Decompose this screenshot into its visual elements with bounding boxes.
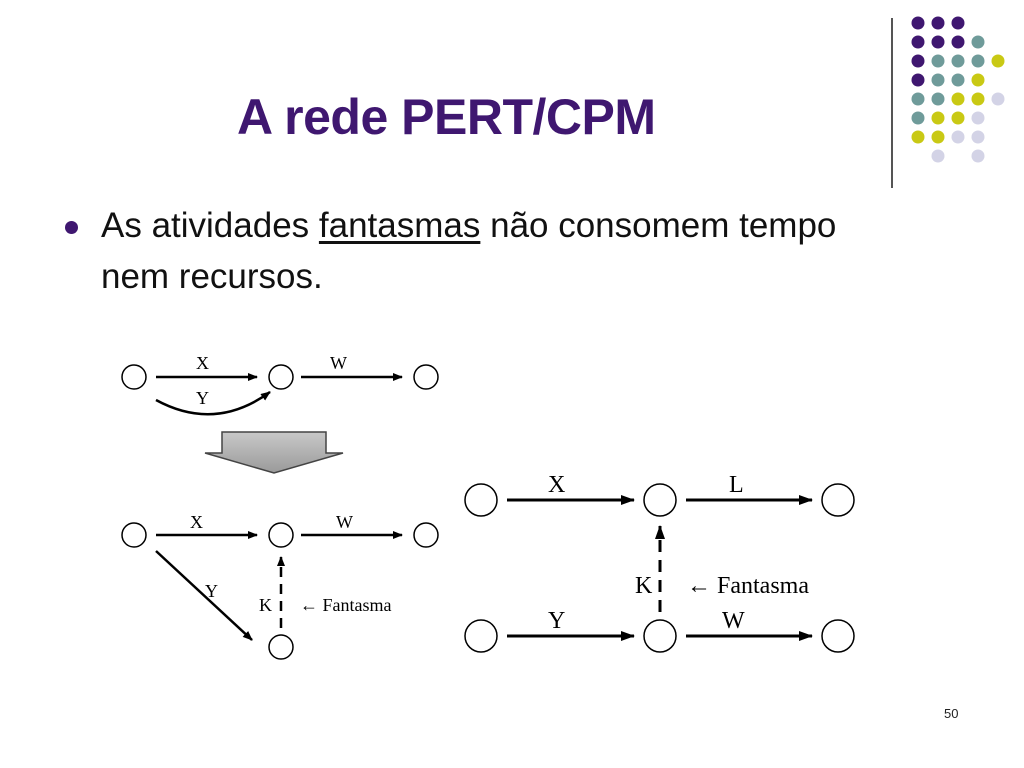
decorative-dot: [971, 149, 985, 163]
node: [643, 619, 677, 653]
label-x: X: [548, 472, 565, 498]
node: [643, 483, 677, 517]
decorative-dot: [911, 16, 925, 30]
decorative-dot: [931, 149, 945, 163]
transform-arrow: [204, 431, 344, 474]
decorative-dot: [971, 130, 985, 144]
top-network: X Y W: [121, 353, 439, 416]
decorative-dot: [951, 92, 965, 106]
node: [821, 619, 855, 653]
label-w: W: [330, 353, 347, 373]
decorative-dot: [971, 111, 985, 125]
decorative-dot: [931, 35, 945, 49]
activity-y-arrow: [155, 390, 271, 416]
label-l: L: [729, 472, 744, 498]
label-fantasma: ← Fantasma: [687, 573, 809, 599]
label-y: Y: [205, 581, 218, 601]
decorative-dot: [951, 54, 965, 68]
label-fantasma: ← Fantasma: [300, 595, 392, 615]
bullet-point-marker: [65, 221, 78, 234]
label-k: K: [259, 595, 272, 615]
decorative-dot: [991, 92, 1005, 106]
node: [821, 483, 855, 517]
activity-y-arrow: [155, 550, 253, 641]
node: [268, 634, 294, 660]
decorative-dot: [931, 111, 945, 125]
decorative-dot-grid: [911, 16, 1005, 163]
label-w: W: [336, 512, 353, 532]
decorative-dot: [911, 130, 925, 144]
node: [121, 364, 147, 390]
decorative-dot: [991, 54, 1005, 68]
decorative-dot: [951, 130, 965, 144]
decorative-dot: [931, 92, 945, 106]
decorative-dot: [971, 54, 985, 68]
decorative-dot: [951, 73, 965, 87]
bullet-text-after: não consomem tempo nem recursos.: [101, 206, 837, 296]
label-w: W: [722, 608, 745, 634]
slide-title: A rede PERT/CPM: [237, 89, 656, 145]
label-x: X: [196, 353, 209, 373]
label-k: K: [635, 573, 653, 599]
decorative-dot: [951, 111, 965, 125]
decorative-dot: [911, 54, 925, 68]
decorative-dot: [951, 16, 965, 30]
label-x: X: [190, 512, 203, 532]
decorative-dot: [911, 73, 925, 87]
bullet-text: As atividades fantasmas não consomem tem…: [101, 200, 901, 302]
decorative-dot: [911, 35, 925, 49]
node: [413, 522, 439, 548]
node: [268, 522, 294, 548]
divider-line: [891, 18, 893, 188]
decorative-dot: [931, 130, 945, 144]
decorative-dot: [931, 54, 945, 68]
node: [268, 364, 294, 390]
decorative-dot: [971, 73, 985, 87]
decorative-dot: [971, 35, 985, 49]
node: [464, 483, 498, 517]
label-y: Y: [548, 608, 565, 634]
bullet-text-before: As atividades: [101, 206, 319, 245]
label-y: Y: [196, 388, 209, 408]
node: [413, 364, 439, 390]
decorative-dot: [931, 16, 945, 30]
page-number: 50: [944, 706, 959, 721]
decorative-dot: [951, 35, 965, 49]
node: [121, 522, 147, 548]
decorative-dot: [911, 92, 925, 106]
decorative-dot: [911, 111, 925, 125]
decorative-dot: [971, 92, 985, 106]
right-network: X L K ← Fantasma Y W: [464, 472, 855, 653]
decorative-dot: [931, 73, 945, 87]
bullet-text-underlined: fantasmas: [318, 206, 481, 245]
node: [464, 619, 498, 653]
bottom-left-network: X W Y K ← Fantasma: [121, 512, 439, 660]
